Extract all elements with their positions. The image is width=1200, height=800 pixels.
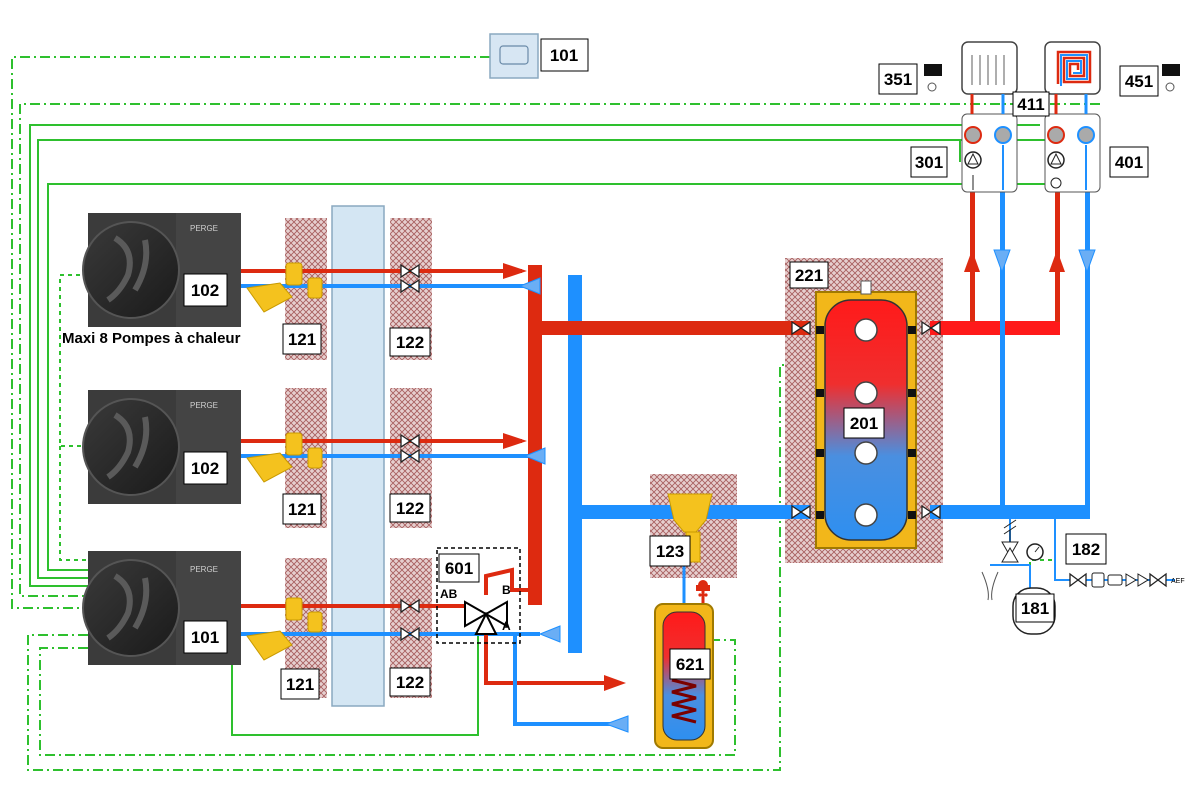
label-text: 621	[676, 655, 704, 674]
label-text: 121	[288, 500, 316, 519]
label-text: 351	[884, 70, 912, 89]
port-ab-label: AB	[440, 587, 458, 601]
label-text: 102	[191, 459, 219, 478]
label-text: 122	[396, 499, 424, 518]
label-box: 181	[1015, 593, 1055, 623]
label-box: 411	[1012, 91, 1050, 117]
label-text: 121	[288, 330, 316, 349]
label-text: 102	[191, 281, 219, 300]
heat-pump-unit-1: PERGE	[82, 213, 241, 327]
label-box: 102	[183, 451, 228, 485]
fill-assembly	[1091, 572, 1149, 588]
label-box: 121	[282, 493, 322, 525]
port-b-label: B	[502, 583, 511, 597]
label-boxes: 101 351 451 411 301 401 221 201 102 102 …	[183, 38, 1159, 700]
diagram-caption: Maxi 8 Pompes à chaleur	[62, 330, 241, 347]
flow-arrows	[503, 249, 1096, 733]
thermostat-icon	[1162, 64, 1180, 92]
label-box: 221	[789, 261, 829, 289]
label-box: 121	[280, 668, 320, 700]
label-box: 601	[438, 553, 480, 583]
label-box: 123	[649, 535, 691, 567]
heat-pump-unit-3: PERGE	[82, 551, 241, 665]
label-text: 221	[795, 266, 823, 285]
label-box: 121	[282, 323, 322, 355]
label-box: 122	[389, 667, 431, 697]
pump-group-left	[961, 113, 1018, 193]
aef-label: AEF	[1171, 578, 1185, 585]
label-text: 601	[445, 559, 473, 578]
label-box: 102	[183, 273, 228, 307]
label-text: 123	[656, 542, 684, 561]
label-box: 401	[1109, 146, 1149, 178]
label-box: 182	[1065, 533, 1107, 565]
label-text: 181	[1021, 599, 1049, 618]
label-text: 121	[286, 675, 314, 694]
label-box: 101	[540, 38, 589, 72]
label-box: 201	[843, 407, 885, 439]
label-text: 451	[1125, 72, 1153, 91]
label-text: 122	[396, 333, 424, 352]
brand-text: PERGE	[190, 224, 218, 233]
isolation-valves	[400, 263, 1167, 642]
label-text: 401	[1115, 153, 1143, 172]
label-box: 451	[1119, 65, 1159, 97]
label-text: 122	[396, 673, 424, 692]
control-wires	[11, 56, 1100, 771]
thermostat-icon	[924, 64, 942, 92]
pump-group-right	[1044, 113, 1101, 193]
controller-unit	[489, 33, 539, 79]
pressure-gauge-icon	[1026, 543, 1044, 561]
heat-pump-unit-2: PERGE	[82, 390, 241, 504]
label-text: 101	[191, 628, 219, 647]
label-box: 122	[389, 327, 431, 357]
diverter-valve: AB A B	[436, 547, 521, 644]
label-box: 621	[669, 648, 711, 680]
floor-heating	[1044, 41, 1101, 114]
port-a-label: A	[502, 619, 511, 633]
label-box: 301	[910, 146, 948, 178]
brand-text: PERGE	[190, 565, 218, 574]
label-text: 201	[850, 414, 878, 433]
label-box: 101	[183, 620, 228, 654]
label-box: 122	[389, 493, 431, 523]
label-text: 101	[550, 46, 578, 65]
radiator	[961, 41, 1018, 114]
filters	[246, 262, 323, 661]
safety-valve-icon	[981, 519, 1019, 601]
brand-text: PERGE	[190, 401, 218, 410]
label-text: 411	[1017, 95, 1044, 114]
label-text: 182	[1072, 540, 1100, 559]
label-text: 301	[915, 153, 943, 172]
label-box: 351	[878, 63, 918, 95]
